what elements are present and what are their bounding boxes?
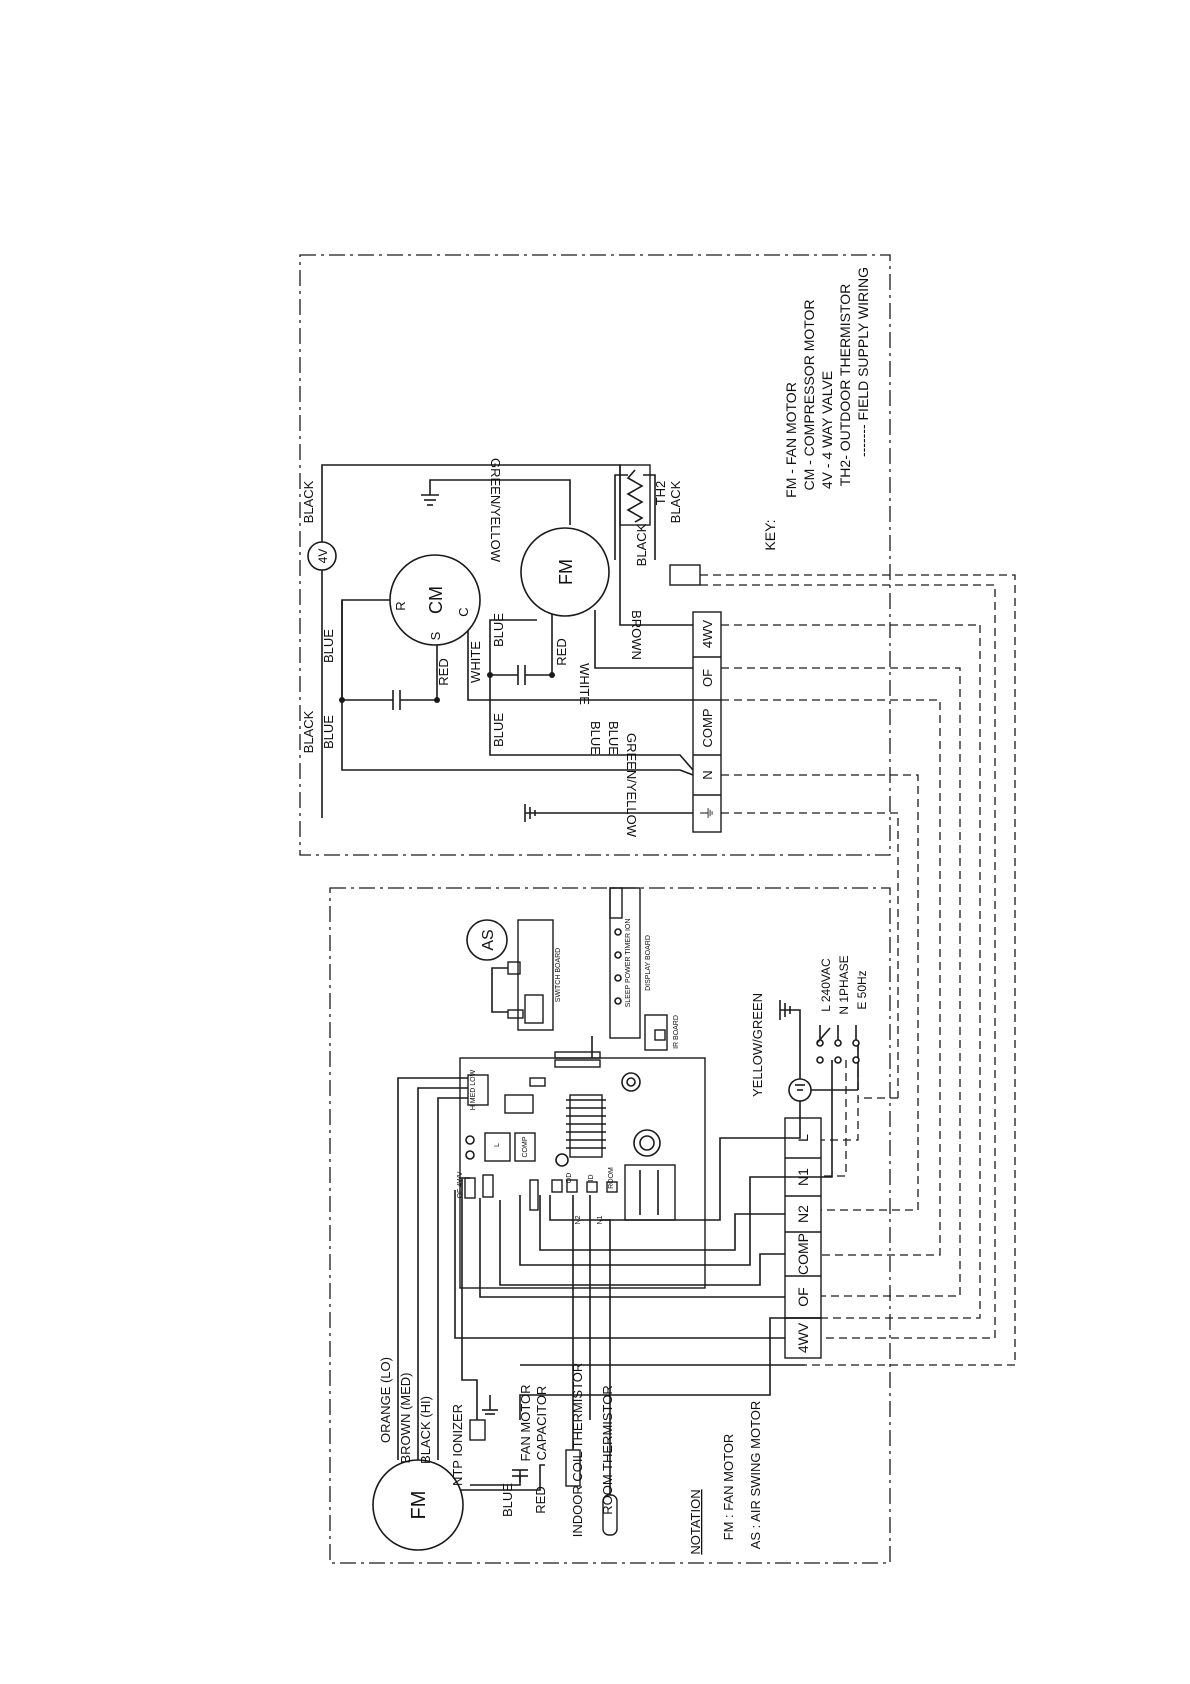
wire-label-red-fm: RED — [554, 638, 569, 665]
supply-n: N 1PHASE — [837, 955, 851, 1014]
wire-label-blue-white: BLUE — [491, 713, 506, 747]
compressor-motor-label: CM — [426, 586, 446, 614]
label-ntp-ionizer: NTP IONIZER — [450, 1404, 465, 1486]
wire-label-red: RED — [533, 1486, 548, 1513]
wire-label-blue-mid: BLUE — [321, 629, 336, 663]
outdoor-terminal-comp: COMP — [700, 709, 715, 748]
outdoor-thermistor: TH2 — [619, 464, 668, 526]
field-supply-wiring — [700, 574, 1016, 1366]
label-room-thermistor: ROOM THERMISTOR — [600, 1385, 615, 1515]
wire-label-white-c: WHITE — [468, 641, 483, 683]
indoor-wiring — [397, 1000, 859, 1495]
wire-label-green-yellow-top: GREEN/YELLOW — [488, 458, 503, 563]
indoor-terminal-comp: COMP — [795, 1233, 811, 1275]
compressor-motor: CM R S C — [389, 554, 481, 646]
wire-label-blue: BLUE — [500, 1483, 515, 1517]
indoor-terminal-block: L N1 N2 COMP OF — [784, 1117, 822, 1319]
legend-key: KEY: FM - FAN MOTOR CM - COMPRESSOR MOTO… — [762, 267, 871, 551]
main-control-board: H MED LOW OF 4WV L COMP OD ID ROOM N2 N1 — [457, 1057, 706, 1289]
indoor-unit-box — [329, 887, 891, 1564]
wire-label-red-s: RED — [436, 658, 451, 685]
four-way-valve-label: 4V — [316, 549, 330, 564]
indoor-terminal-l: L — [795, 1134, 811, 1142]
key-item: FM - FAN MOTOR — [783, 382, 799, 498]
notation-item: AS : AIR SWING MOTOR — [748, 1401, 763, 1550]
indoor-terminal-n2: N2 — [795, 1205, 811, 1223]
wire-label-blue-fm: BLUE — [491, 613, 506, 647]
display-board-keys: SLEEP POWER TIMER ION — [625, 919, 632, 1008]
ir-board-label: IR BOARD — [673, 1015, 680, 1049]
key-item: CM - COMPRESSOR MOTOR — [801, 299, 817, 490]
compressor-terminal-c: C — [456, 607, 471, 616]
board-label-fan-header: H MED LOW — [470, 1069, 477, 1110]
notation: NOTATION FM : FAN MOTOR AS : AIR SWING M… — [688, 1401, 763, 1555]
outdoor-fan-motor: FM — [520, 527, 610, 617]
wire-label-green-yellow-earth: GREEN/YELLOW — [624, 733, 639, 838]
wire-label-blue-n1: BLUE — [588, 721, 603, 755]
indoor-terminal-4wv-cell: 4WV — [784, 1317, 822, 1359]
indoor-coil-thermistor-probe — [565, 1449, 581, 1487]
supply-l: L 240VAC — [819, 958, 833, 1012]
air-swing-motor: AS — [466, 919, 508, 961]
indoor-terminal-of: OF — [795, 1287, 811, 1306]
board-label-comp: COMP — [522, 1136, 529, 1157]
outdoor-fan-motor-label: FM — [556, 559, 576, 585]
wire-label-orange-lo: ORANGE (LO) — [378, 1357, 393, 1443]
board-label-of-4wv: OF 4WV — [457, 1171, 464, 1198]
compressor-terminal-s: S — [428, 631, 443, 640]
air-swing-motor-label: AS — [480, 929, 497, 950]
four-way-valve: 4V — [307, 541, 337, 571]
wire-label-black-hi: BLACK (HI) — [418, 1396, 433, 1464]
supply-e: E 50Hz — [855, 970, 869, 1009]
board-label-relay-l: L — [494, 1143, 501, 1147]
board-label-od: OD — [566, 1173, 573, 1184]
board-label-room: ROOM — [608, 1167, 615, 1189]
label-yellow-green: YELLOW/GREEN — [750, 993, 765, 1097]
key-item: ------- FIELD SUPPLY WIRING — [855, 267, 871, 457]
wire-label-blue-n2: BLUE — [606, 721, 621, 755]
outdoor-wire-labels: BLACK BLACK BLUE BLUE RED WHITE BLUE RED… — [301, 458, 683, 838]
label-fan-motor-capacitor-a: FAN MOTOR — [518, 1384, 533, 1461]
notation-title: NOTATION — [688, 1489, 703, 1554]
wire-label-black-th-b: BLACK — [668, 480, 683, 523]
indoor-labels: ORANGE (LO) BROWN (MED) BLACK (HI) BLUE … — [378, 993, 765, 1537]
label-fan-motor-capacitor-b: CAPACITOR — [534, 1386, 549, 1461]
indoor-fan-motor-label: FM — [408, 1491, 430, 1520]
label-indoor-coil-thermistor: INDOOR COIL THERMISTOR — [570, 1363, 585, 1538]
outdoor-terminal-n: N — [700, 770, 715, 779]
outdoor-terminal-4wv: 4WV — [700, 620, 715, 649]
key-title: KEY: — [762, 519, 778, 550]
display-board: SLEEP POWER TIMER ION DISPLAY BOARD — [609, 887, 652, 1039]
wire-label-brown-med: BROWN (MED) — [398, 1373, 413, 1464]
outdoor-wiring — [321, 464, 701, 822]
outdoor-thermistor-label: TH2 — [653, 481, 668, 506]
wire-label-black-th-a: BLACK — [634, 523, 649, 566]
wire-label-white-comp: WHITE — [577, 663, 592, 705]
switch-board: SWITCH BOARD — [491, 919, 562, 1031]
display-board-label: DISPLAY BOARD — [645, 935, 652, 991]
outdoor-unit-box — [299, 254, 891, 856]
outdoor-terminal-of: OF — [700, 669, 715, 687]
wire-label-black-top: BLACK — [301, 480, 316, 523]
notation-item: FM : FAN MOTOR — [721, 1434, 736, 1541]
indoor-fan-motor: FM — [372, 1459, 464, 1551]
supply-isolator: L 240VAC N 1PHASE E 50Hz — [816, 955, 869, 1064]
wire-label-black-left: BLACK — [301, 710, 316, 753]
wire-label-brown-of: BROWN — [629, 610, 644, 660]
wire-label-blue-left: BLUE — [321, 715, 336, 749]
ir-board: IR BOARD — [644, 1014, 680, 1051]
key-item: 4V - 4 WAY VALVE — [819, 371, 835, 489]
outdoor-terminal-earth: ⏚ — [699, 805, 716, 820]
key-item: TH2- OUTDOOR THERMISTOR — [837, 284, 853, 487]
board-label-id: ID — [588, 1175, 595, 1182]
compressor-terminal-r: R — [393, 601, 408, 610]
room-thermistor-probe — [602, 1494, 618, 1536]
indoor-terminal-4wv: 4WV — [795, 1322, 811, 1353]
switch-board-label: SWITCH BOARD — [555, 948, 562, 1002]
outdoor-terminal-block: 4WV OF COMP N ⏚ — [692, 611, 722, 833]
